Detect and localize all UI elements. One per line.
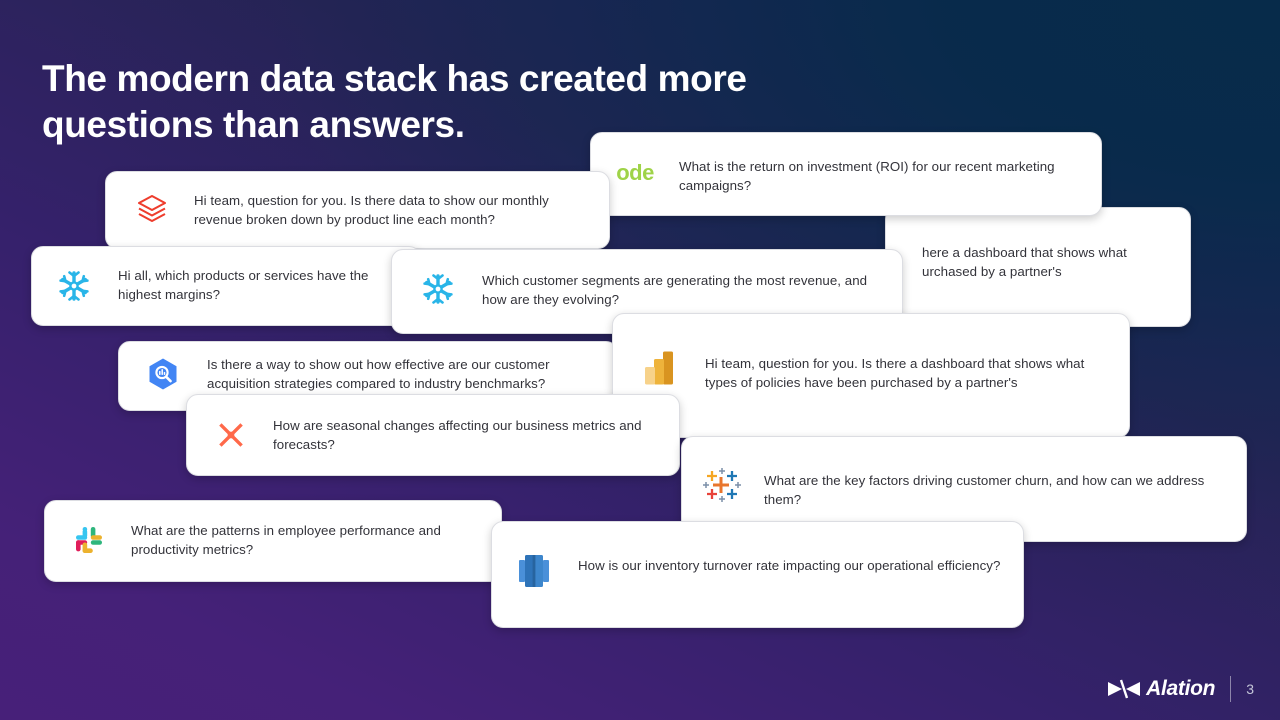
question-text: What are the patterns in employee perfor…	[131, 523, 441, 557]
question-text: What are the key factors driving custome…	[764, 473, 1205, 507]
question-text: How are seasonal changes affecting our b…	[273, 418, 642, 452]
question-card-occluded[interactable]: here a dashboard that shows what urchase…	[885, 207, 1191, 327]
power-bi-icon	[639, 348, 679, 388]
question-text: Hi team, question for you. Is there a da…	[705, 356, 1085, 390]
question-card-redshift[interactable]: How is our inventory turnover rate impac…	[491, 521, 1024, 628]
footer: Alation 3	[1107, 676, 1254, 702]
question-card-powerbi[interactable]: Hi team, question for you. Is there a da…	[612, 313, 1130, 438]
mode-icon: ode	[615, 153, 655, 193]
question-text: How is our inventory turnover rate impac…	[578, 558, 1001, 573]
question-card-tableau[interactable]: What are the key factors driving custome…	[681, 436, 1247, 542]
tableau-icon	[702, 465, 742, 505]
aws-redshift-icon	[514, 551, 554, 591]
question-card-slack[interactable]: What are the patterns in employee perfor…	[44, 500, 502, 582]
question-text: Hi all, which products or services have …	[118, 268, 369, 302]
question-card-mode[interactable]: ode What is the return on investment (RO…	[590, 132, 1102, 216]
slack-icon	[69, 520, 109, 560]
bigquery-icon	[143, 354, 183, 394]
mode-wordmark: ode	[616, 160, 654, 185]
snowflake-icon	[54, 266, 94, 306]
question-text: Is there a way to show out how effective…	[207, 357, 550, 391]
page-title: The modern data stack has created more q…	[42, 58, 747, 145]
alation-wordmark: Alation	[1146, 677, 1216, 700]
page-number: 3	[1246, 681, 1254, 697]
question-card-snowflake-margins[interactable]: Hi all, which products or services have …	[31, 246, 421, 326]
dbt-icon	[211, 415, 251, 455]
question-text: Hi team, question for you. Is there data…	[194, 193, 549, 227]
databricks-icon	[132, 189, 172, 229]
question-card-dbt[interactable]: How are seasonal changes affecting our b…	[186, 394, 680, 476]
question-text: What is the return on investment (ROI) f…	[679, 159, 1055, 193]
alation-mark-icon	[1108, 679, 1141, 699]
question-card-databricks[interactable]: Hi team, question for you. Is there data…	[105, 171, 610, 249]
footer-divider	[1230, 676, 1232, 702]
snowflake-icon	[418, 269, 458, 309]
alation-logo: Alation	[1107, 677, 1216, 701]
question-text: Which customer segments are generating t…	[482, 273, 868, 307]
question-text: here a dashboard that shows what urchase…	[922, 245, 1127, 279]
